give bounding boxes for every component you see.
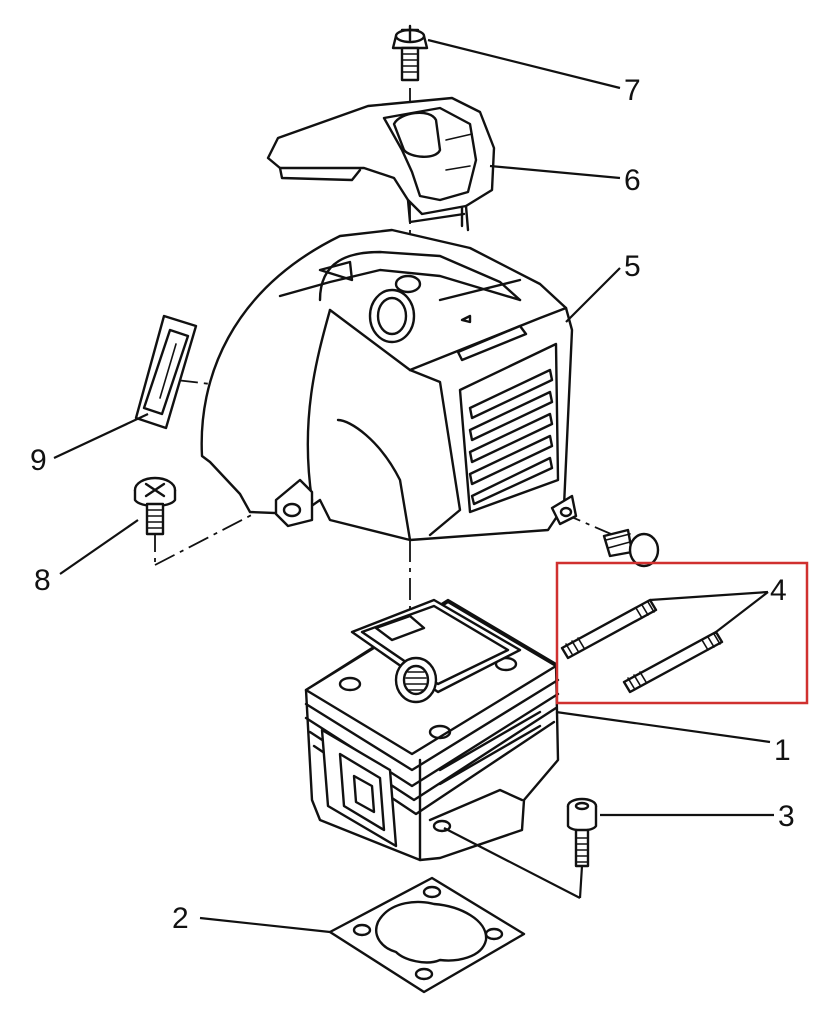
stud-part-4a [560, 598, 658, 660]
engine-cover-part-5 [200, 228, 578, 542]
label-9: 9 [30, 444, 47, 477]
leader-lines [53, 38, 774, 934]
label-3: 3 [778, 800, 795, 833]
screw-part-8 [133, 476, 177, 536]
label-4: 4 [770, 574, 787, 607]
label-8: 8 [34, 564, 51, 597]
side-bolt [602, 528, 660, 568]
top-cap-part-6 [266, 96, 496, 232]
label-7: 7 [624, 74, 641, 107]
cylinder-part-1 [304, 598, 560, 862]
screw-part-7 [391, 24, 429, 82]
bolt-part-3 [566, 797, 598, 868]
stud-part-4b [622, 630, 724, 694]
label-5: 5 [624, 250, 641, 283]
label-1: 1 [774, 734, 791, 767]
label-2: 2 [172, 902, 189, 935]
decal-part-9 [134, 314, 198, 430]
part-labels: 7 6 5 9 8 4 1 3 2 [30, 74, 795, 935]
part-4-highlight-box [555, 561, 809, 705]
label-6: 6 [624, 164, 641, 197]
base-gasket-part-2 [328, 876, 526, 994]
